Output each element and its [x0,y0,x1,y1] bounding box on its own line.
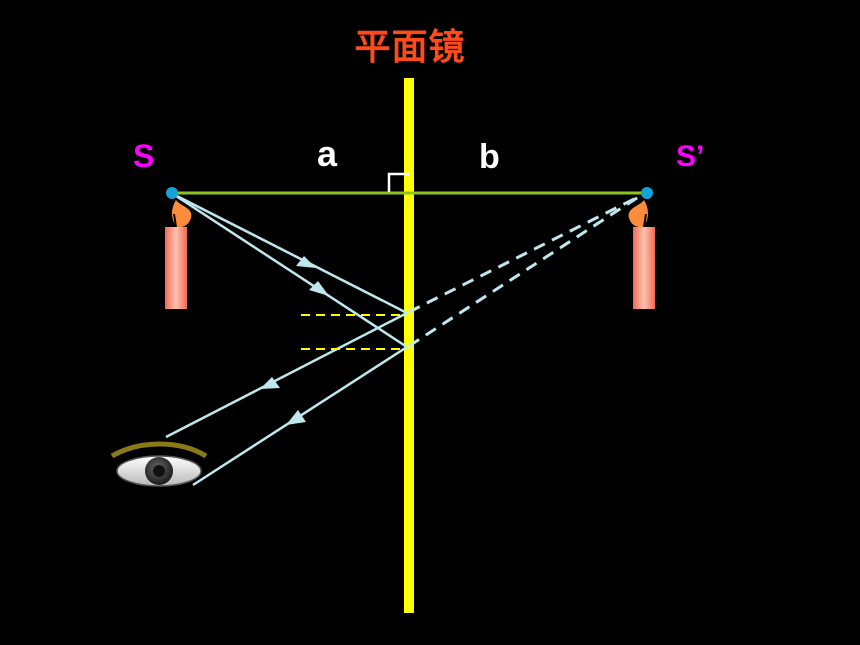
image-distance-label: b [479,138,500,176]
image-label: S’ [676,140,705,173]
arrowhead-reflected-lower [286,410,306,425]
image-point [641,187,653,199]
virtual-ray-lower [408,194,641,348]
source-point [166,187,178,199]
incident-ray-upper [172,192,408,315]
eye-icon [110,441,208,487]
arrowhead-incident-upper [296,256,316,268]
right-angle-marker [387,172,409,192]
arrowhead-reflected-upper [260,377,280,389]
candle-icon [165,200,192,309]
page-title: 平面镜 [354,27,466,68]
arrowhead-incident-lower [309,281,329,296]
source-label: S [133,138,155,174]
reflected-ray-upper [165,311,408,439]
object-distance-label: a [317,133,338,174]
virtual-ray-upper [408,194,641,314]
incident-ray-lower [172,192,408,349]
candle-image-icon [628,200,655,309]
